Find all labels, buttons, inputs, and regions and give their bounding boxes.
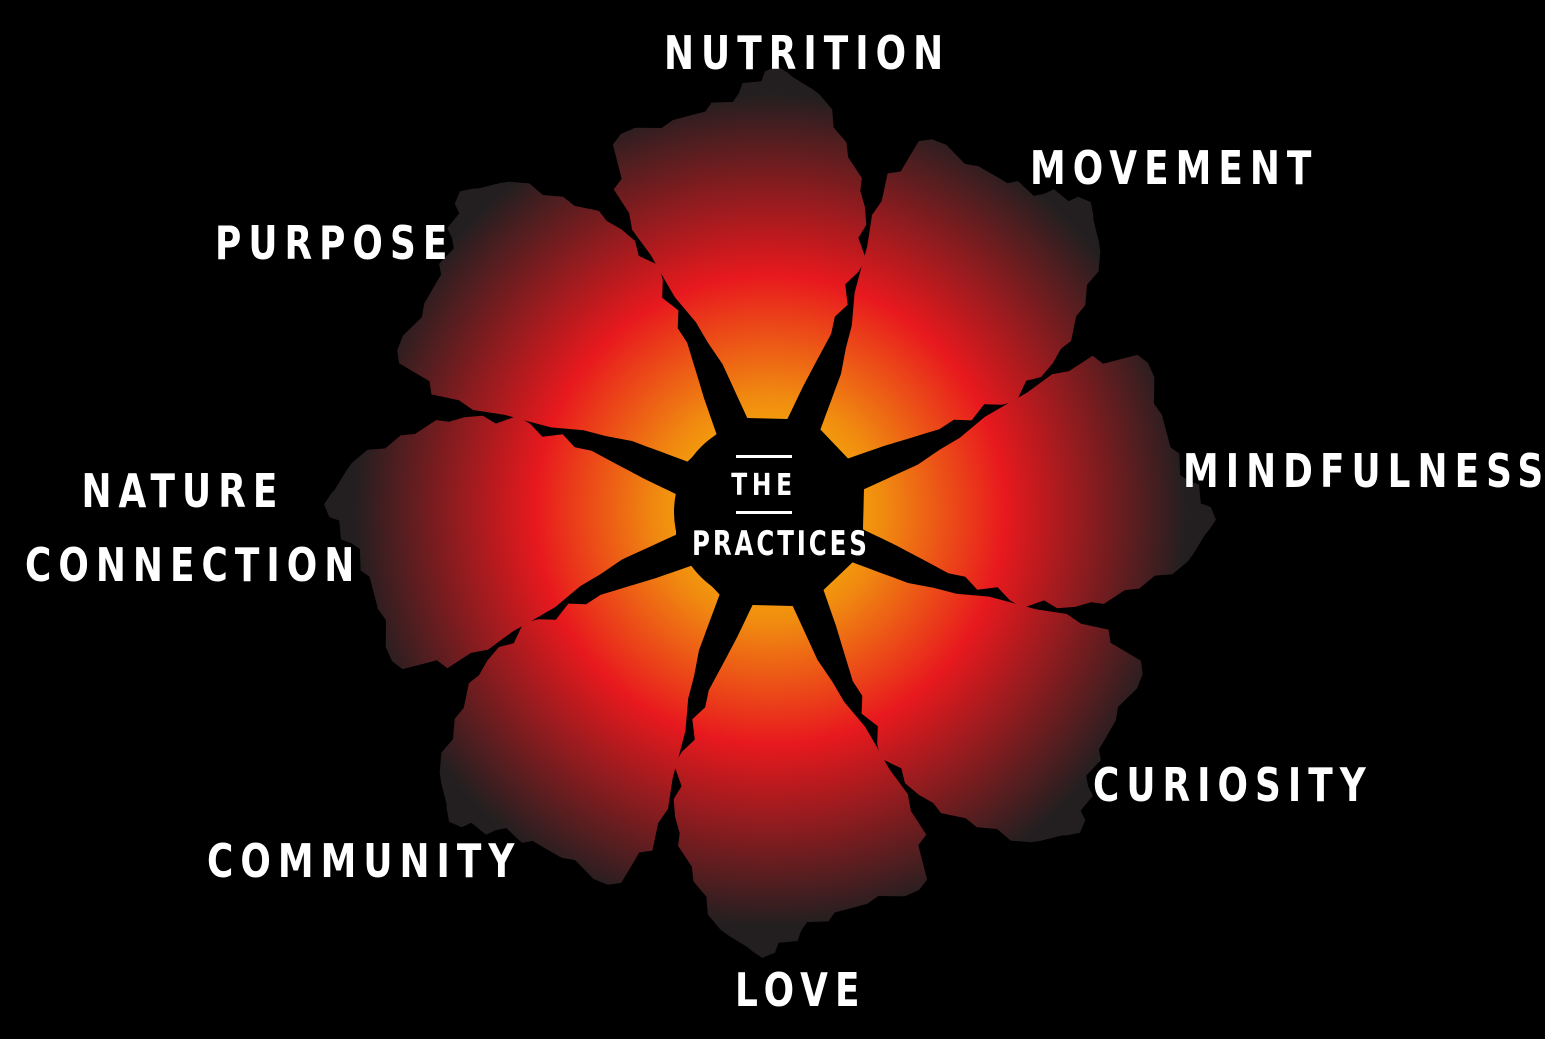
center-title-line1: THE [731, 468, 797, 503]
practice-label-community: COMMUNITY [207, 834, 522, 888]
petal-nutrition [612, 66, 867, 419]
practice-label-mindfulness: MINDFULNESS [1183, 444, 1545, 498]
practice-label-purpose: PURPOSE [215, 216, 455, 270]
petal-mindfulness [863, 354, 1216, 609]
practice-label-movement: MOVEMENT [1030, 141, 1319, 195]
practice-label-nature-line1: NATURE [81, 464, 285, 518]
practice-label-nature-connection: NATURE CONNECTION [25, 464, 362, 592]
petal-love [673, 605, 928, 958]
petal-purpose [397, 181, 717, 462]
practice-label-nature-line2: CONNECTION [25, 538, 362, 592]
center-title-line2: PRACTICES [692, 524, 870, 564]
center-rule-bottom [736, 511, 792, 514]
practice-label-love: LOVE [735, 963, 867, 1017]
practice-label-curiosity: CURIOSITY [1093, 758, 1373, 812]
petal-curiosity [823, 562, 1143, 843]
center-title: THE PRACTICES [664, 455, 870, 564]
petal-movement [820, 139, 1101, 459]
petal-nature-connection [324, 415, 677, 670]
petal-community [439, 565, 720, 885]
practice-label-nutrition: NUTRITION [664, 26, 951, 80]
center-rule-top [736, 455, 792, 458]
